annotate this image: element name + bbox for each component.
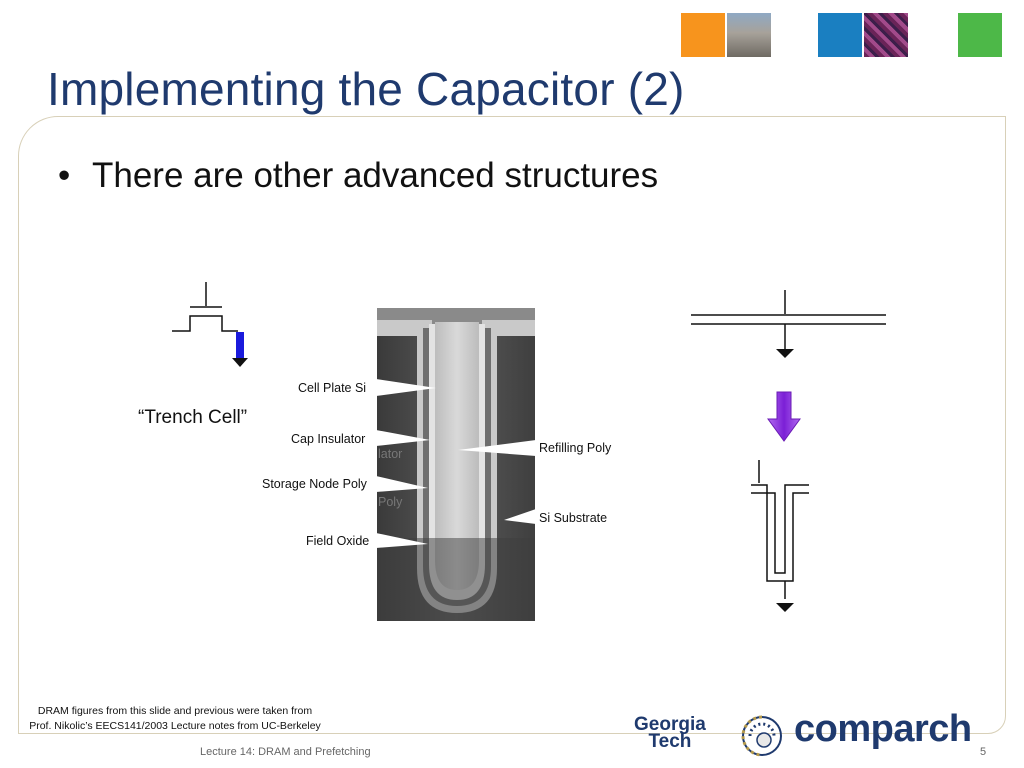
footnote: DRAM figures from this slide and previou… [0, 704, 350, 734]
pointer-si-substrate [504, 509, 536, 524]
georgia-tech-logo-line-1: Georgia [634, 714, 706, 735]
content-frame [18, 116, 1006, 734]
ghost-label-insulator: lator [378, 447, 403, 461]
transistor-symbol-left [172, 282, 248, 367]
arrow-down-icon [776, 603, 794, 612]
ghost-label-poly: Poly [378, 495, 403, 509]
pointer-storage-node [376, 476, 428, 492]
pointer-field-oxide [376, 533, 428, 548]
footnote-line-1: DRAM figures from this slide and previou… [37, 705, 313, 717]
footnote-line-2: Prof. Nikolic’s EECS141/2003 Lecture not… [29, 720, 321, 732]
pointer-refilling-poly [458, 440, 536, 456]
footer-lecture-title: Lecture 14: DRAM and Prefetching [200, 746, 371, 758]
label-cap-insulator: Cap Insulator [291, 432, 366, 446]
comparch-logo: comparch [794, 708, 972, 750]
label-cell-plate: Cell Plate Si [298, 381, 367, 395]
blue-arrow-shaft [236, 332, 244, 358]
georgia-tech-logo-line-2: Tech [648, 731, 692, 752]
trench-cell-caption: “Trench Cell” [138, 407, 248, 428]
gt-swirl-icon [741, 715, 782, 757]
purple-down-arrow [767, 391, 801, 442]
pointer-cap-insulator [376, 430, 430, 446]
capacitor-plate-schematic [691, 290, 886, 358]
trench-capacitor-schematic [751, 460, 809, 612]
label-storage-node: Storage Node Poly [262, 477, 367, 491]
arrow-down-icon [776, 349, 794, 358]
georgia-tech-logo: Georgia Tech [634, 714, 706, 752]
label-si-substrate: Si Substrate [539, 511, 608, 525]
bullet-text: There are other advanced structures [92, 156, 659, 195]
arrow-down-icon [232, 358, 248, 367]
page-number: 5 [980, 746, 987, 758]
trench-cell-micrograph [377, 308, 535, 621]
bullet-symbol: • [58, 156, 71, 195]
label-refilling-poly: Refilling Poly [539, 441, 612, 455]
blue-thumbnail [818, 13, 862, 57]
slide-title: Implementing the Capacitor (2) [47, 63, 685, 115]
green-thumbnail [958, 13, 1002, 57]
orange-thumbnail [681, 13, 725, 57]
campus-photo-thumbnail [727, 13, 771, 57]
bullet-item: • There are other advanced structures [58, 156, 658, 196]
label-field-oxide: Field Oxide [306, 534, 370, 548]
pointer-cell-plate [376, 379, 436, 396]
chip-photo-thumbnail [864, 13, 908, 57]
